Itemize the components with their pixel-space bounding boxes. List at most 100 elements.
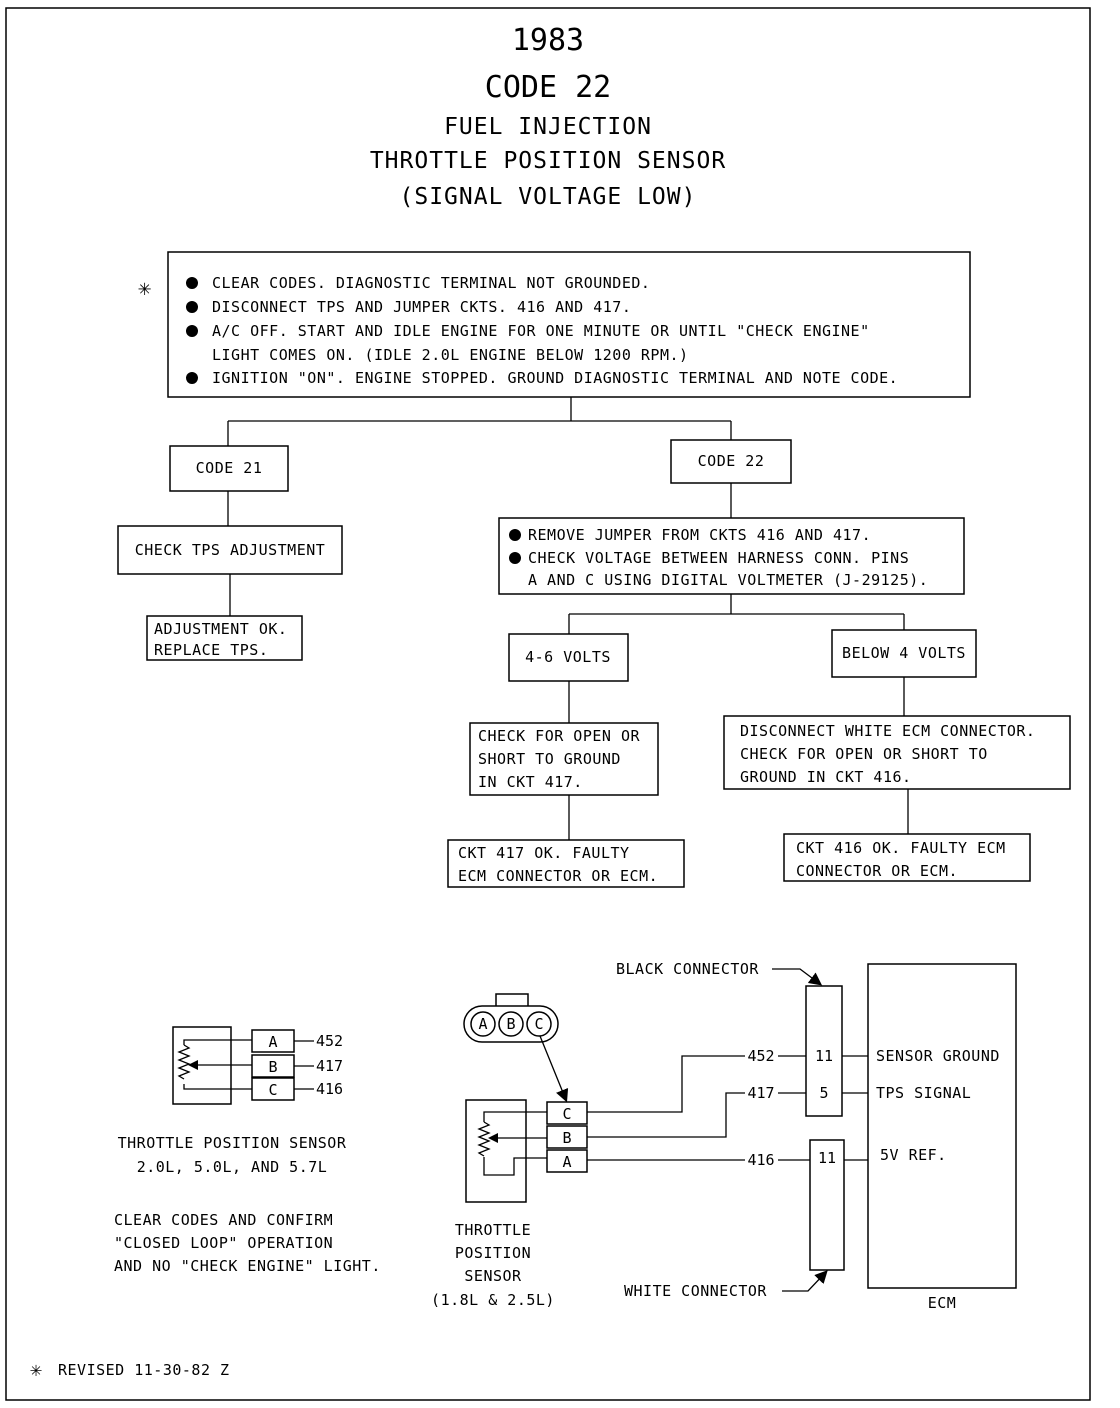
note-line3: AND NO "CHECK ENGINE" LIGHT. <box>114 1257 381 1275</box>
check-416-box <box>723 715 1071 790</box>
bullet-icon <box>509 529 521 541</box>
black-connector-label: BLACK CONNECTOR <box>616 960 759 978</box>
footer-asterisk-icon: ✳ <box>30 1357 42 1381</box>
ecm-label: ECM <box>928 1294 957 1312</box>
left-sensor-caption-2: 2.0L, 5.0L, AND 5.7L <box>137 1158 328 1176</box>
ecm-pin-5: 5 <box>819 1084 828 1102</box>
year-title: 1983 <box>512 23 584 58</box>
code-title: CODE 22 <box>485 70 611 105</box>
bullet-icon <box>509 552 521 564</box>
left-tps-schematic: A B C 452 417 416 <box>172 1026 343 1105</box>
face-pin-b: B <box>506 1015 515 1033</box>
code-22-label: CODE 22 <box>698 452 765 470</box>
remove-jumper-line1: REMOVE JUMPER FROM CKTS 416 AND 417. <box>528 526 871 544</box>
right-sensor-caption-1: THROTTLE <box>455 1221 531 1239</box>
face-pin-c: C <box>534 1015 543 1033</box>
wiper-arrow-icon <box>188 1060 198 1070</box>
wire-452 <box>587 1055 806 1113</box>
right-sensor-caption-2: POSITION <box>455 1244 531 1262</box>
right-wiring-diagram: A B C C B A 452 417 416 11 5 11 SENSOR G… <box>431 960 1017 1312</box>
ckt-417-ok-box <box>447 839 685 888</box>
face-pin-a: A <box>478 1015 487 1033</box>
left-pin-a-label: A <box>268 1033 277 1051</box>
left-sensor-caption-1: THROTTLE POSITION SENSOR <box>118 1134 347 1152</box>
ecm-signal-sensor-ground: SENSOR GROUND <box>876 1047 1000 1065</box>
check-416-line3: GROUND IN CKT 416. <box>740 768 912 786</box>
ckt-416-ok-line1: CKT 416 OK. FAULTY ECM <box>796 839 1006 857</box>
remove-jumper-box <box>498 517 965 595</box>
remove-jumper-line2: CHECK VOLTAGE BETWEEN HARNESS CONN. PINS <box>528 549 909 567</box>
ecm-signal-5v-ref: 5V REF. <box>880 1146 947 1164</box>
right-sensor-body <box>465 1099 527 1203</box>
check-tps-box <box>117 525 343 575</box>
check-417-line3: IN CKT 417. <box>478 773 583 791</box>
check-416-line2: CHECK FOR OPEN OR SHORT TO <box>740 745 988 763</box>
right-pin-c-label: C <box>562 1105 571 1123</box>
bullet-icon <box>186 325 198 337</box>
check-417-line2: SHORT TO GROUND <box>478 750 621 768</box>
bullet-icon <box>186 372 198 384</box>
subtitle-signal-low: (SIGNAL VOLTAGE LOW) <box>400 184 697 210</box>
initial-step-3: A/C OFF. START AND IDLE ENGINE FOR ONE M… <box>212 322 870 340</box>
check-417-line1: CHECK FOR OPEN OR <box>478 727 640 745</box>
adjustment-ok-box <box>146 615 303 661</box>
left-circuit-416: 416 <box>316 1080 343 1098</box>
wiper-arrow-icon <box>488 1133 498 1143</box>
right-sensor-caption-3: SENSOR <box>464 1267 522 1285</box>
white-connector-label: WHITE CONNECTOR <box>624 1282 767 1300</box>
wire-417 <box>587 1092 806 1138</box>
check-416-line1: DISCONNECT WHITE ECM CONNECTOR. <box>740 722 1035 740</box>
bullet-icon <box>186 277 198 289</box>
left-circuit-417: 417 <box>316 1057 343 1075</box>
ecm-pin-11-white: 11 <box>818 1149 836 1167</box>
bullet-icon <box>186 301 198 313</box>
note-line2: "CLOSED LOOP" OPERATION <box>114 1234 333 1252</box>
black-connector <box>805 985 843 1117</box>
left-circuit-452: 452 <box>316 1032 343 1050</box>
pointer-arrow-icon <box>539 1035 569 1103</box>
revision-note: REVISED 11-30-82 Z <box>58 1361 230 1379</box>
right-pin-a <box>546 1149 588 1173</box>
volts-4-6-box <box>508 633 629 682</box>
check-tps-label: CHECK TPS ADJUSTMENT <box>135 541 326 559</box>
right-circuit-417: 417 <box>747 1084 774 1102</box>
ckt-416-ok-box <box>783 833 1031 882</box>
right-sensor-caption-4: (1.8L & 2.5L) <box>431 1291 555 1309</box>
black-connector-arrow-icon <box>772 968 823 986</box>
adjustment-ok-line1: ADJUSTMENT OK. <box>154 620 287 638</box>
white-connector-arrow-icon <box>782 1270 828 1292</box>
subtitle-tps: THROTTLE POSITION SENSOR <box>370 148 726 174</box>
remove-jumper-line3: A AND C USING DIGITAL VOLTMETER (J-29125… <box>528 571 928 589</box>
left-resistor-icon <box>177 1044 191 1080</box>
ecm-box <box>867 963 1017 1289</box>
white-connector <box>809 1139 845 1271</box>
right-pin-b-label: B <box>562 1129 571 1147</box>
left-pin-c-label: C <box>268 1081 277 1099</box>
page-frame <box>5 7 1091 1401</box>
note-line1: CLEAR CODES AND CONFIRM <box>114 1211 333 1229</box>
initial-step-3b: LIGHT COMES ON. (IDLE 2.0L ENGINE BELOW … <box>212 346 689 364</box>
ecm-signal-tps: TPS SIGNAL <box>876 1084 971 1102</box>
volts-4-6-label: 4-6 VOLTS <box>525 648 611 666</box>
adjustment-ok-line2: REPLACE TPS. <box>154 641 268 659</box>
initial-step-2: DISCONNECT TPS AND JUMPER CKTS. 416 AND … <box>212 298 631 316</box>
initial-steps-box <box>167 251 971 398</box>
right-pin-c <box>546 1101 588 1125</box>
right-circuit-416: 416 <box>747 1151 774 1169</box>
right-resistor-icon <box>477 1121 491 1157</box>
left-pin-b-label: B <box>268 1058 277 1076</box>
right-circuit-452: 452 <box>747 1047 774 1065</box>
initial-step-4: IGNITION "ON". ENGINE STOPPED. GROUND DI… <box>212 369 898 387</box>
code-21-label: CODE 21 <box>196 459 263 477</box>
right-pin-a-label: A <box>562 1153 571 1171</box>
ckt-416-ok-line2: CONNECTOR OR ECM. <box>796 862 958 880</box>
ecm-pin-11-black: 11 <box>815 1047 833 1065</box>
ckt-417-ok-line1: CKT 417 OK. FAULTY <box>458 844 630 862</box>
initial-step-1: CLEAR CODES. DIAGNOSTIC TERMINAL NOT GRO… <box>212 274 650 292</box>
volts-below-4-label: BELOW 4 VOLTS <box>842 644 966 662</box>
revision-asterisk-icon: ✳ <box>138 276 151 301</box>
subtitle-fuel-injection: FUEL INJECTION <box>444 114 652 140</box>
code-21-box <box>169 445 289 492</box>
ckt-417-ok-line2: ECM CONNECTOR OR ECM. <box>458 867 658 885</box>
